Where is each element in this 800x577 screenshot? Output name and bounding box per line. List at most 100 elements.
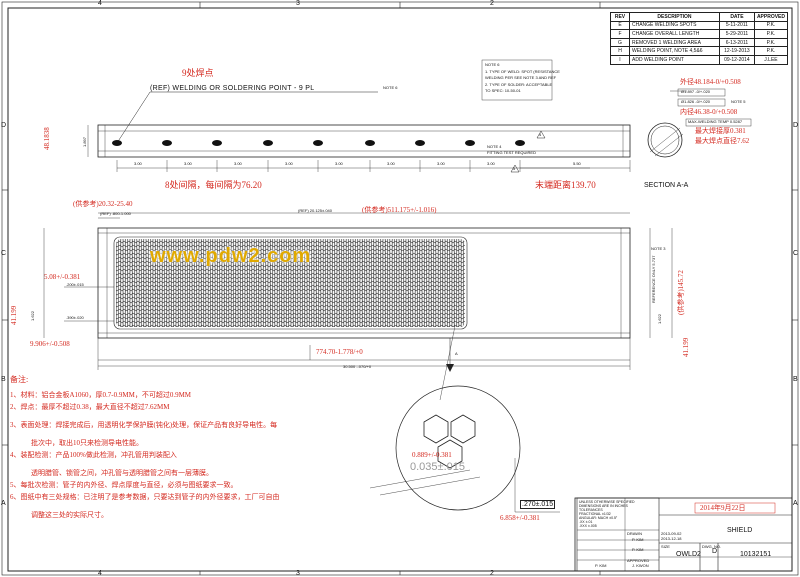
revision-letter: G	[610, 37, 630, 48]
note6-line: NOTE 6	[485, 62, 500, 67]
zone-right-c: C	[793, 250, 799, 257]
weld-point	[112, 140, 122, 146]
dwg-number: OWLD2	[676, 551, 701, 558]
dim-390: .390±.020	[66, 315, 84, 320]
revision-description: ADD WELDING POINT	[629, 54, 720, 65]
note4-title: NOTE 4	[487, 144, 502, 149]
triangle-4-icon: 4	[539, 132, 542, 137]
reference-only: REFERENCE ONLY 5.737	[651, 255, 656, 303]
title-block-note-line: FRACTIONAL ±1/32	[579, 512, 611, 516]
revision-date: 12-19-2013	[718, 46, 755, 56]
note-item: 4、装配检测：产品100%做此检测，冲孔管用判装配入	[10, 451, 177, 459]
red-41-199-right: 41.199	[682, 337, 690, 357]
title-block-note-line: DIMENSIONS ARE IN INCHES	[579, 504, 628, 508]
note-item: 1、材料：铝合金板A1060，厚0.7-0.9MM，不可超过0.9MM	[10, 391, 192, 399]
drawn-date: 2013-09-02	[661, 531, 682, 536]
revision-letter: E	[610, 20, 630, 31]
note6-line: TO SPEC: 10-50-01	[485, 88, 521, 93]
red-date: 2014年9月22日	[700, 504, 746, 512]
weld-point	[515, 140, 525, 146]
size-value: D	[712, 548, 718, 555]
spacing-label: 3.00	[234, 161, 242, 166]
title-block-note-line: TOLERANCES	[579, 508, 603, 512]
weld-point	[415, 140, 425, 146]
red-9-906: 9.906+/-0.508	[30, 340, 70, 348]
title-block-note-line: UNLESS OTHERWISE SPECIFIED	[579, 500, 635, 504]
section-tag-a: A	[455, 351, 458, 356]
red-145-72: (供参考)145.72	[677, 270, 685, 315]
note-item: 6、图纸中有三处规格：已注明了是参考数据，只要达到管子的内外径要求，工厂可自由	[10, 493, 280, 501]
dim-200: .200±.015	[66, 282, 84, 287]
note-item: 2、焊点：最厚不超过0.38，最大直径不超过7.62MM	[10, 403, 170, 411]
id-box: Ø1.826 -0/+.020	[681, 99, 711, 104]
revision-date: 09-12-2014	[718, 54, 755, 65]
note6-box: NOTE 6 1. TYPE OF WELD: SPOT (RESISTANCE…	[485, 62, 560, 95]
revision-description: WELDING POINT, NOTE 4,5&6	[629, 46, 720, 56]
revision-letter: I	[610, 54, 630, 65]
spacing-label: 3.00	[184, 161, 192, 166]
zone-top-2: 2	[490, 0, 494, 7]
revision-approver: J.LEE	[753, 54, 789, 65]
revision-description: REMOVED 1 WELDING AREA	[629, 37, 720, 48]
left-dim: 1.897	[82, 136, 87, 147]
note-item: 批次中，取出10只来检测导电性能。	[10, 439, 143, 447]
od-box: Ø1.897 -0/+.020	[681, 89, 711, 94]
spacing-label: 3.00	[437, 161, 445, 166]
red-max-dia: 最大焊点直径7.62	[695, 137, 750, 145]
zone-right-a: A	[793, 500, 798, 507]
zone-bottom-4: 4	[98, 570, 102, 577]
note-item: 调整这三处的实际尺寸。	[10, 511, 108, 519]
spacing-label: 3.00	[335, 161, 343, 166]
weld-point	[365, 140, 375, 146]
end-dim: 5.50	[573, 161, 581, 166]
zone-top-3: 3	[296, 0, 300, 7]
note6-line: 1. TYPE OF WELD: SPOT (RESISTANCE	[485, 68, 560, 74]
notes-block: 备注: 1、材料：铝合金板A1060，厚0.7-0.9MM，不可超过0.9MM 2…	[10, 374, 280, 528]
dim-1622-right: 1.622	[657, 313, 662, 324]
dim-270: .270±.015	[520, 500, 556, 509]
red-5-08: 5.08+/-0.381	[44, 273, 81, 281]
spacing-label: 3.00	[487, 161, 495, 166]
drawn-by: P. KIM	[632, 537, 644, 542]
note6-line: 2. TYPE OF SOLDER: ACCEPTABLE	[485, 81, 553, 87]
revision-description: CHANGE WELDING SPOTS	[629, 20, 720, 31]
weld-label: (REF) WELDING OR SOLDERING POINT - 9 PL	[150, 85, 315, 92]
drawn-label: DRAWN	[627, 531, 642, 536]
note-item: 3、表面处理：焊接完成后，用透明化学保护膜(钝化)处理，保证产品有良好导电性。每	[10, 421, 278, 429]
zone-left-b: B	[1, 376, 6, 383]
revision-approver: P.K.	[753, 20, 789, 31]
red-overall-length: 774.70-1.778/+0	[316, 348, 363, 356]
note-item: 5、每批次检测：管子的内外径、焊点厚度与直径，必须与图纸要求一致。	[10, 481, 238, 489]
note5-box: MAX-WELDING TEMP 0.5287	[688, 119, 743, 124]
ref-mid: (REF) 20.125±.040	[298, 208, 332, 213]
notes-title: 备注:	[10, 375, 29, 384]
red-end-note: 末端距离139.70	[535, 180, 596, 190]
rev-col-header: REV	[610, 12, 630, 22]
ref-left: (REF) .800-1.000	[100, 211, 131, 216]
title-block-note-line: .XX ±.01	[579, 520, 593, 524]
revision-description: CHANGE OVERALL LENGTH	[629, 29, 720, 39]
revision-letter: H	[610, 46, 630, 56]
revision-date: 5-11-2011	[718, 20, 755, 31]
red-0-889: 0.889+/-0.381	[412, 451, 452, 459]
qa-by: P. KIM	[595, 563, 607, 568]
note4-text: FITTING TEST REQUIRED	[487, 150, 536, 155]
description-col-header: DESCRIPTION	[629, 12, 720, 22]
spacing-label: 3.00	[285, 161, 293, 166]
weld-point	[465, 140, 475, 146]
red-6-858: 6.858+/-0.381	[500, 514, 540, 522]
red-id: 内径46.38-0/+0.508	[680, 108, 738, 116]
weld-point	[212, 140, 222, 146]
revision-approver: P.K.	[753, 37, 789, 48]
zone-left-a: A	[1, 500, 6, 507]
note5-tag: NOTE 5	[731, 99, 746, 104]
date-col-header: DATE	[718, 12, 755, 22]
revision-date: 5-29-2011	[718, 29, 755, 39]
weld-point	[313, 140, 323, 146]
revision-letter: F	[610, 29, 630, 39]
